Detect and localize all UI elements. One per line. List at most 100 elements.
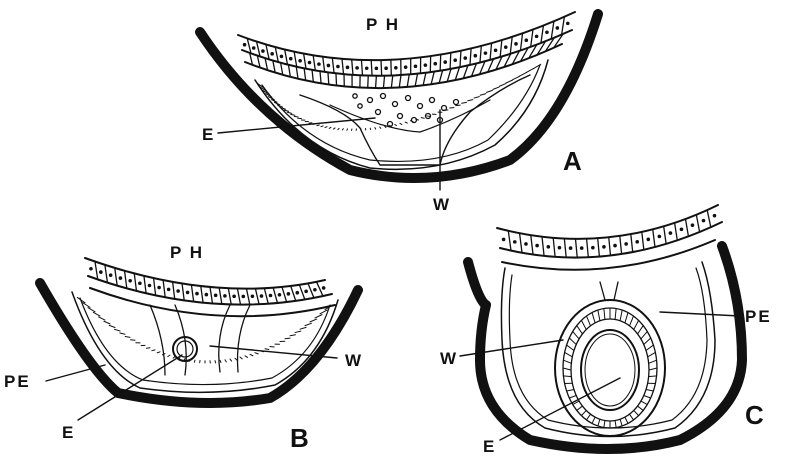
membrane-hatch (215, 361, 216, 363)
cell-wall (332, 58, 334, 73)
ring-hatch (634, 320, 639, 329)
ring-hatch (644, 338, 651, 345)
cell-wall (551, 21, 554, 39)
cell-nucleus (327, 64, 331, 68)
cell-nucleus (580, 246, 584, 250)
cell-wall (210, 287, 213, 304)
cell-wall (510, 37, 512, 54)
cell-wall (440, 55, 441, 71)
membrane-hatch (370, 128, 371, 129)
membrane-hatch (194, 360, 195, 362)
membrane-hatch (255, 353, 258, 354)
cell-wall (134, 273, 136, 291)
cell-wall (105, 265, 108, 283)
cell-wall (675, 223, 678, 240)
cell-wall (125, 271, 127, 289)
panel-c-letter: C (745, 402, 764, 428)
membrane-hatch (493, 87, 499, 89)
membrane-hatch (375, 128, 376, 129)
membrane-hatch (285, 338, 290, 339)
cell-nucleus (261, 49, 265, 53)
cell-nucleus (322, 286, 326, 290)
membrane-hatch (295, 331, 301, 332)
cell-wall (304, 68, 306, 80)
membrane-hatch (93, 312, 100, 316)
cell-nucleus (346, 66, 350, 70)
cell-nucleus (558, 246, 562, 250)
membrane-hatch (157, 352, 160, 353)
ring-hatch (649, 360, 657, 363)
cell-wall (247, 38, 251, 53)
cell-nucleus (443, 60, 447, 64)
membrane-hatch (499, 84, 505, 87)
cell-wall (376, 76, 377, 88)
membrane-hatch (342, 129, 343, 130)
membrane-hatch (310, 319, 317, 322)
panel-c-outer-wall (468, 246, 742, 449)
panel-a-cell-layer (238, 12, 575, 88)
cell-wall (323, 57, 325, 72)
ring-hatch (620, 419, 622, 426)
cell-nucleus (317, 62, 321, 66)
cell-nucleus (355, 66, 359, 70)
cell-nucleus (287, 292, 291, 296)
membrane-hatch (250, 354, 253, 355)
ring-hatch (625, 417, 628, 423)
cell-wall (642, 232, 644, 250)
cell-wall (144, 276, 146, 293)
cell-wall (371, 60, 372, 76)
panel-a-letter: A (563, 148, 582, 174)
cell-wall (275, 47, 278, 62)
ring-hatch (587, 414, 591, 420)
cell-nucleus (375, 67, 379, 71)
cell-wall (328, 72, 329, 84)
cell-nucleus (167, 288, 171, 292)
cell-nucleus (484, 51, 488, 55)
cell-nucleus (624, 242, 628, 246)
cell-nucleus (702, 219, 706, 223)
ring-hatch (604, 309, 605, 320)
cell-wall (707, 210, 711, 227)
cell-wall (299, 285, 305, 300)
cell-wall (115, 268, 117, 286)
panel-b-label-ph: P H (170, 244, 204, 261)
membrane-hatch (380, 127, 381, 128)
cell-wall (470, 48, 471, 64)
cell-wall (480, 46, 481, 63)
membrane-hatch (99, 317, 105, 320)
cell-nucleus (546, 245, 550, 249)
cell-nucleus (504, 45, 508, 49)
cell-wall (201, 286, 203, 303)
cell-wall (460, 51, 461, 67)
ring-hatch (563, 360, 571, 363)
cell-nucleus (148, 284, 152, 288)
panel-a-label-w: W (433, 196, 451, 213)
cell-nucleus (635, 240, 639, 244)
cell-nucleus (186, 291, 190, 295)
membrane-hatch (300, 327, 306, 329)
cell-nucleus (404, 65, 408, 69)
cell-nucleus (280, 55, 284, 59)
membrane-hatch (325, 127, 327, 128)
cell-wall (173, 282, 175, 299)
membrane-hatch (152, 350, 155, 351)
membrane-hatch (474, 97, 479, 98)
ring-hatch (604, 421, 605, 428)
cell-wall (304, 54, 306, 69)
ring-hatch (563, 368, 571, 370)
cell-wall (553, 238, 555, 257)
cell-nucleus (119, 276, 123, 280)
ring-hatch (598, 310, 600, 321)
membrane-hatch (347, 129, 348, 130)
panel-c-embryo (581, 330, 639, 410)
cell-wall (313, 55, 315, 70)
ring-hatch (615, 309, 616, 320)
panel-b-label-e: E (62, 424, 75, 441)
cell-nucleus (336, 65, 340, 69)
ring-hatch (563, 376, 571, 377)
cell-wall (696, 215, 699, 232)
cell-wall (291, 286, 296, 301)
panel-c-label-pe: PE (745, 308, 772, 325)
membrane-hatch (305, 323, 311, 325)
